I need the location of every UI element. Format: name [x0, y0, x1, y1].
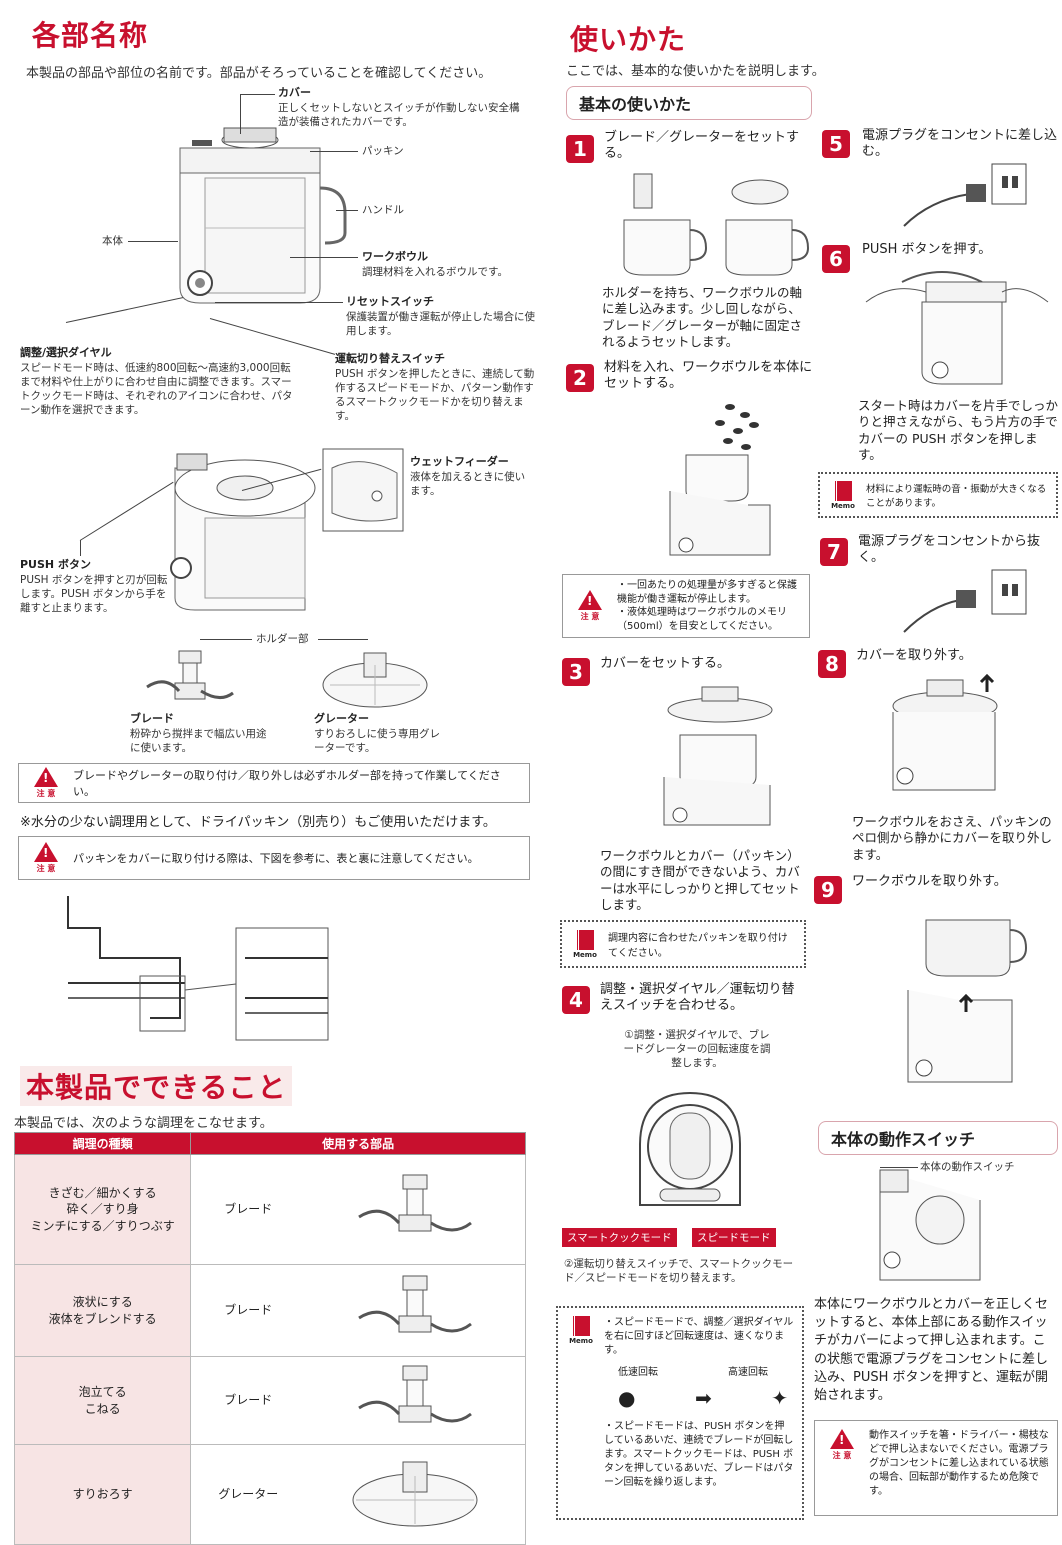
step-title-8: カバーを取り外す。	[856, 648, 972, 663]
dial-note-2: ②運転切り替えスイッチで、スマートクックモード／スピードモードを切り替えます。	[564, 1258, 794, 1285]
dial-note-1: ①調整・選択ダイヤルで、ブレードグレーターの回転速度を調整します。	[623, 1029, 771, 1070]
capabilities-table: 調理の種類 使用する部品 きざむ／細かくする 砕く／すり身 ミンチにする／すりつ…	[13, 1132, 527, 1545]
caution-icon: !注 意	[823, 1429, 861, 1461]
capabilities-title: 本製品でできること	[20, 1066, 293, 1106]
step-number-8: 8	[818, 650, 846, 678]
wet-feeder-closeup	[322, 448, 404, 532]
step6-illustration	[865, 271, 1049, 385]
blade-illustration	[146, 650, 234, 700]
parts-title: 各部名称	[32, 19, 149, 52]
switch-heading: 本体の動作スイッチ	[818, 1121, 1058, 1155]
usage-title: 使いかた	[570, 23, 687, 56]
step-title-9: ワークボウルを取り外す。	[852, 874, 1007, 889]
step-number-9: 9	[814, 876, 842, 904]
arrow-right-icon: ➡	[694, 1386, 712, 1410]
speed-mode-tag: スピードモード	[692, 1228, 776, 1247]
dial-illustration	[639, 1091, 741, 1206]
caution-packing: !注 意 パッキンをカバーに取り付ける際は、下図を参考に、表と裏に注意してくださ…	[18, 836, 530, 880]
caution-icon: !注 意	[571, 590, 609, 622]
low-speed-icon: ●	[618, 1386, 636, 1410]
table-row: 泡立てる こねる ブレード	[13, 1356, 527, 1445]
high-speed-icon: ✦	[771, 1386, 788, 1410]
step-body-3: ワークボウルとカバー（パッキン）の間にすき間ができないよう、カバーは水平にしっか…	[600, 848, 800, 912]
table-row: 液状にする 液体をブレンドする ブレード	[13, 1264, 527, 1357]
step-number-7: 7	[820, 538, 848, 566]
caution-icon: !注 意	[27, 842, 65, 874]
label-bowl: ワークボウル調理材料を入れるボウルです。	[362, 250, 508, 278]
step-number-5: 5	[822, 130, 850, 158]
step2-illustration	[669, 404, 771, 556]
caution-step2: !注 意 ・一回あたりの処理量が多すぎると保護機能が働き運転が停止します。 ・液…	[562, 574, 810, 638]
memo-step3: Memo 調理内容に合わせたパッキンを取り付けてください。	[560, 920, 806, 968]
step-number-2: 2	[566, 364, 594, 392]
table-row: すりおろす グレーター	[13, 1444, 527, 1545]
switch-body: 本体にワークボウルとカバーを正しくセットすると、本体上部にある動作スイッチがカバ…	[814, 1297, 1049, 1403]
memo-step6: Memo 材料により運転時の音・振動が大きくなることがあります。	[818, 472, 1058, 518]
dry-packing-note: ※水分の少ない調理用として、ドライパッキン（別売り）もご使用いただけます。	[20, 815, 496, 830]
parts-lead: 本製品の部品や部位の名前です。部品がそろっていることを確認してください。	[26, 66, 492, 81]
step-number-1: 1	[566, 135, 594, 163]
step-title-3: カバーをセットする。	[600, 656, 731, 671]
plug-in-illustration	[903, 163, 1027, 227]
step-body-6: スタート時はカバーを片手でしっかりと押さえながら、もう片方の手でカバーの PUS…	[858, 398, 1059, 462]
step-title-1: ブレード／グレーターをセットする。	[604, 130, 800, 162]
low-speed-label: 低速回転	[618, 1367, 658, 1378]
label-handle: ハンドル	[362, 204, 404, 216]
caution-holder: !注 意 ブレードやグレーターの取り付け／取り外しは必ずホルダー部を持って作業し…	[18, 763, 530, 803]
basic-usage-heading: 基本の使いかた	[566, 86, 812, 120]
label-reset: リセットスイッチ保護装置が働き運転が停止した場合に使用します。	[346, 295, 535, 338]
switch-illustration	[879, 1169, 981, 1281]
switch-label: 本体の動作スイッチ	[920, 1161, 1015, 1173]
step-number-3: 3	[562, 658, 590, 686]
label-body: 本体	[102, 235, 123, 247]
blade-illustration	[305, 1264, 527, 1357]
label-grater: グレーターすりおろしに使う専用グレーターです。	[314, 712, 440, 755]
capabilities-lead: 本製品では、次のような調理をこなせます。	[14, 1116, 273, 1131]
step-title-2: 材料を入れ、ワークボウルを本体にセットする。	[604, 360, 813, 392]
step-number-4: 4	[562, 986, 590, 1014]
step8-illustration	[892, 673, 998, 791]
step9-illustration	[907, 919, 1028, 1083]
label-blade: ブレード粉砕から撹拌まで幅広い用途に使います。	[130, 712, 267, 755]
memo-step4: Memo ・スピードモードで、調整／選択ダイヤルを右に回すほど回転速度は、速くな…	[556, 1306, 804, 1520]
memo-icon: Memo	[566, 1316, 596, 1345]
unplug-illustration	[903, 569, 1027, 633]
table-header-kind: 調理の種類	[13, 1132, 192, 1155]
label-holder: ホルダー部	[256, 633, 309, 645]
usage-lead: ここでは、基本的な使いかたを説明します。	[566, 64, 825, 79]
table-header-part: 使用する部品	[190, 1132, 526, 1155]
caution-switch: !注 意 動作スイッチを箸・ドライバー・楊枝などで押し込まないでください。電源プ…	[814, 1420, 1058, 1516]
table-row: きざむ／細かくする 砕く／すり身 ミンチにする／すりつぶす ブレード	[13, 1154, 527, 1265]
high-speed-label: 高速回転	[728, 1367, 768, 1378]
label-wet-feeder: ウェットフィーダー液体を加えるときに使います。	[410, 455, 526, 498]
step-title-5: 電源プラグをコンセントに差し込む。	[862, 128, 1058, 160]
processor-front-illustration	[179, 127, 347, 304]
blade-illustration	[305, 1154, 527, 1265]
memo-icon: Memo	[828, 480, 858, 510]
step1-illustration	[623, 173, 810, 276]
step-body-1: ホルダーを持ち、ワークボウルの軸に差し込みます。少し回しながら、ブレード／グレー…	[602, 285, 803, 349]
processor-side-illustration	[170, 453, 316, 611]
step-title-7: 電源プラグをコンセントから抜く。	[858, 534, 1041, 566]
blade-illustration	[305, 1356, 527, 1445]
step-title-6: PUSH ボタンを押す。	[862, 242, 992, 257]
label-cover: カバー正しくセットしないとスイッチが作動しない安全構造が装備されたカバーです。	[278, 86, 520, 129]
step-number-6: 6	[822, 245, 850, 273]
smart-mode-tag: スマートクックモード	[562, 1228, 677, 1247]
grater-illustration	[322, 652, 428, 708]
memo-icon: Memo	[570, 929, 600, 959]
packing-cross-section	[67, 896, 329, 1041]
label-packing: パッキン	[362, 145, 404, 157]
label-dial: 調整/選択ダイヤルスピードモード時は、低速約800回転～高速約3,000回転まで…	[20, 346, 293, 417]
step-body-8: ワークボウルをおさえ、パッキンのペロ側から静かにカバーを取り外します。	[852, 814, 1053, 862]
step-title-4: 調整・選択ダイヤル／運転切り替えスイッチを合わせる。	[600, 982, 795, 1014]
step3-illustration	[663, 686, 773, 826]
caution-icon: !注 意	[27, 767, 65, 799]
grater-illustration	[305, 1444, 527, 1545]
